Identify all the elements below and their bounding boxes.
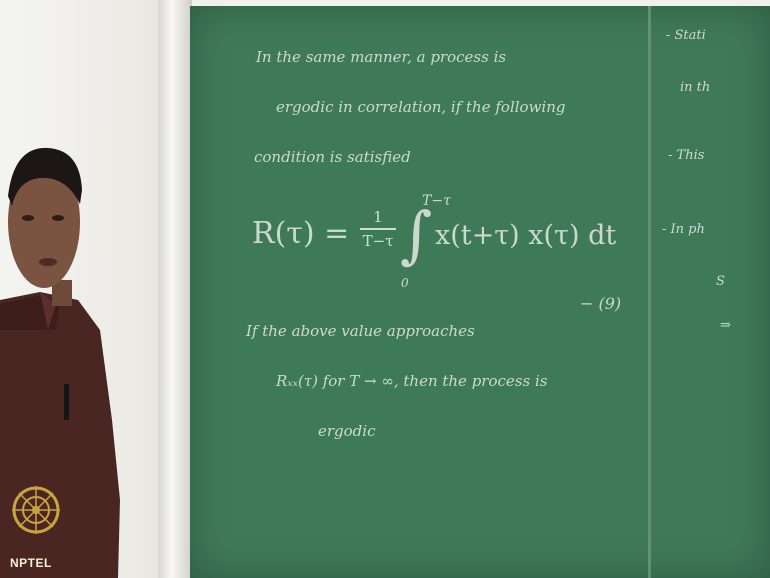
chalk-line-1: In the same manner, a process is — [256, 48, 507, 66]
fraction-numerator: 1 — [373, 208, 383, 226]
board-frame — [158, 0, 192, 578]
chalk-line-5: Rₓₓ(τ) for T → ∞, then the process is — [276, 372, 548, 390]
right-column-text: ⇒ — [720, 318, 731, 333]
chalkboard — [190, 6, 770, 578]
fraction-bar — [360, 228, 396, 230]
nptel-logo — [12, 486, 60, 534]
nptel-logo-text: NPTEL — [10, 556, 52, 570]
lecturer — [0, 147, 120, 578]
right-column-text: - In ph — [662, 222, 705, 237]
chalk-line-6: ergodic — [318, 422, 376, 440]
right-column-text: S — [716, 274, 725, 289]
chalk-line-3: condition is satisfied — [254, 148, 411, 166]
equation-lhs: R(τ) = — [252, 216, 350, 251]
fraction-denominator: T−τ — [362, 232, 394, 250]
chalk-line-2: ergodic in correlation, if the following — [276, 98, 566, 116]
right-column-text: - This — [668, 148, 705, 163]
integral-lower-limit: 0 — [401, 276, 409, 290]
chalk-line-4: If the above value approaches — [246, 322, 475, 340]
equation-integrand: x(t+τ) x(τ) dt — [435, 220, 617, 251]
board-divider — [648, 6, 651, 578]
equation-number: − (9) — [580, 294, 622, 313]
right-column-text: - Stati — [666, 28, 706, 43]
integral-sign: ∫ — [400, 198, 433, 271]
right-column-text: in th — [680, 80, 711, 95]
equation-fraction: 1 T−τ — [360, 208, 396, 250]
integral-upper-limit: T−τ — [422, 193, 451, 209]
